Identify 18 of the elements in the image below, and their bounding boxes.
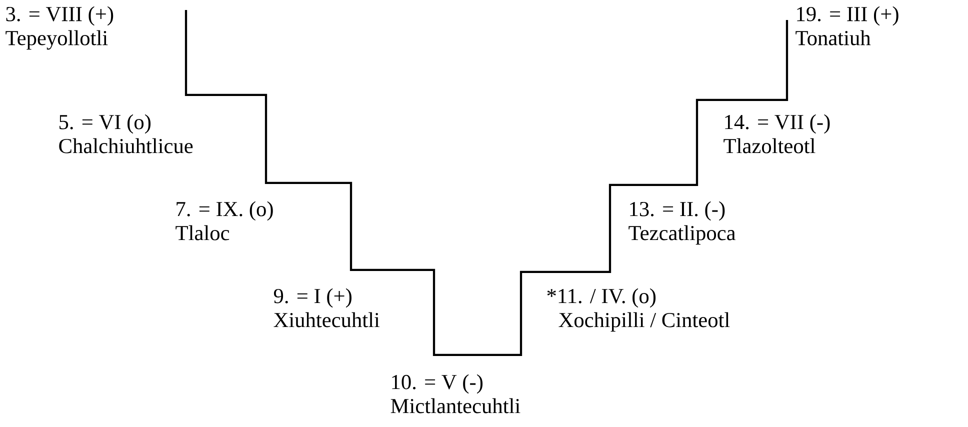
label-text: Tlaloc (176, 225, 230, 240)
label-text: 19. = III (+) (797, 6, 898, 26)
label-text: Xochipilli / Cinteotl (558, 312, 730, 332)
label-text: Tlazolteotl (724, 138, 816, 154)
label-text: 5. = VI (o) (60, 114, 151, 134)
label-text: Tezcatlipoca (628, 225, 736, 245)
label-text: 13. = II. (-) (630, 201, 725, 221)
label-text: Xiuhtecuhtli (274, 312, 380, 328)
label-text: 14. = VII (-) (725, 114, 830, 134)
label-text: Mictlantecuhtli (390, 398, 520, 414)
label-text: Chalchiuhtlicue (59, 138, 193, 154)
label-text: 7. = IX. (o) (176, 201, 273, 221)
label-text: Tonatiuh (796, 30, 871, 46)
label-text: 3. = VIII (+) (6, 6, 114, 26)
label-text: Tepeyollotli (6, 30, 108, 50)
label-text: 10. = V (-) (392, 374, 483, 394)
label-text: 9. = I (+) (274, 288, 352, 308)
label-text: *11. / IV. (o) (547, 288, 656, 308)
